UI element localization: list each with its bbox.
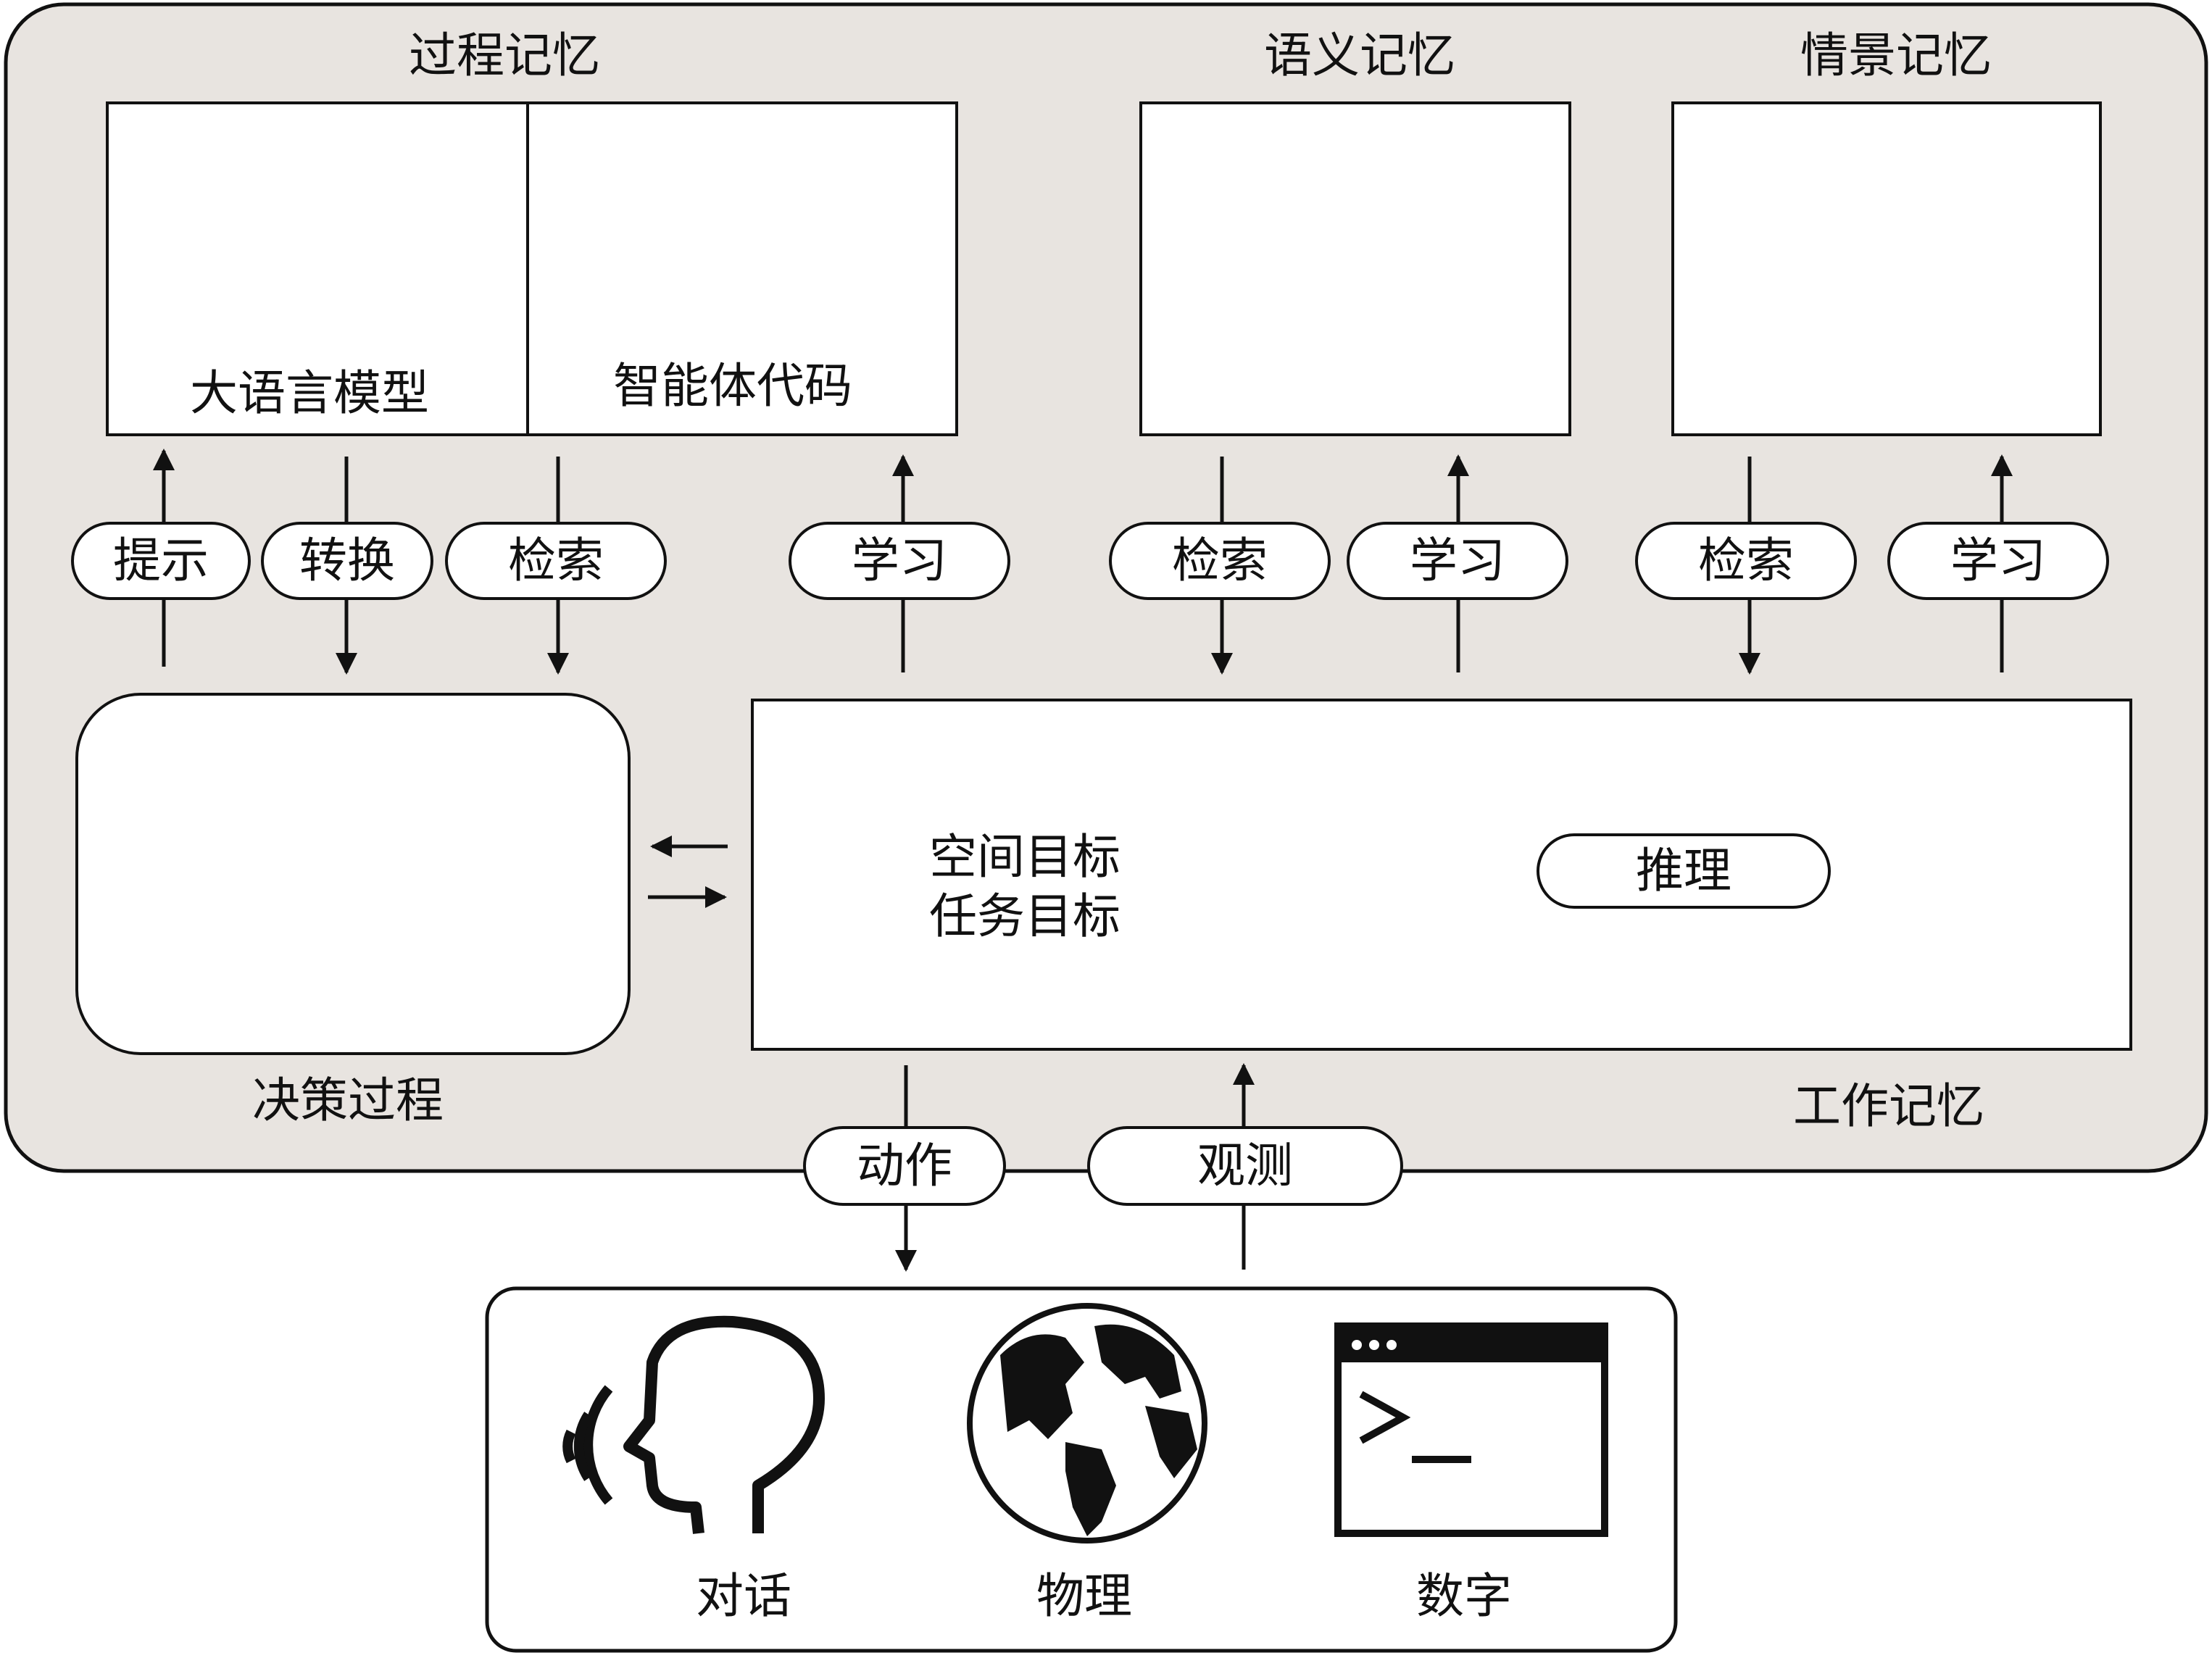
dialogue-label: 对话 <box>696 1568 791 1624</box>
procedural-memory-title: 过程记忆 <box>409 28 600 83</box>
retrieve-semantic-edge: 检索 <box>1109 522 1331 600</box>
episodic-memory-box <box>1671 101 2102 436</box>
transform-edge: 转换 <box>261 522 433 600</box>
retrieve-episodic-edge: 检索 <box>1635 522 1857 600</box>
digital-label: 数字 <box>1416 1568 1512 1624</box>
decision-process-box <box>75 693 631 1055</box>
semantic-memory-box <box>1139 101 1571 436</box>
agent-code-label: 智能体代码 <box>613 358 852 414</box>
reasoning-pill: 推理 <box>1537 833 1831 909</box>
procedural-divider <box>526 101 529 436</box>
procedural-memory-box <box>106 101 958 436</box>
episodic-memory-title: 情景记忆 <box>1800 28 1992 83</box>
spatial-goal-label: 空间目标 <box>929 829 1120 885</box>
working-memory-box <box>751 699 2132 1051</box>
learn-procedural-edge: 学习 <box>789 522 1010 600</box>
working-memory-title: 工作记忆 <box>1793 1078 1984 1134</box>
learn-semantic-edge: 学习 <box>1347 522 1568 600</box>
observe-edge: 观测 <box>1087 1126 1403 1206</box>
globe-icon <box>967 1303 1207 1544</box>
learn-episodic-edge: 学习 <box>1887 522 2109 600</box>
llm-label: 大语言模型 <box>190 365 429 421</box>
action-edge: 动作 <box>803 1126 1006 1206</box>
retrieve-procedural-edge: 检索 <box>445 522 667 600</box>
physical-label: 物理 <box>1036 1568 1132 1624</box>
task-goal-label: 任务目标 <box>929 888 1120 944</box>
terminal-icon <box>1334 1322 1608 1537</box>
speaking-head-icon <box>562 1315 825 1534</box>
decision-process-title: 决策过程 <box>252 1072 444 1128</box>
semantic-memory-title: 语义记忆 <box>1264 28 1455 83</box>
prompt-edge: 提示 <box>71 522 251 600</box>
